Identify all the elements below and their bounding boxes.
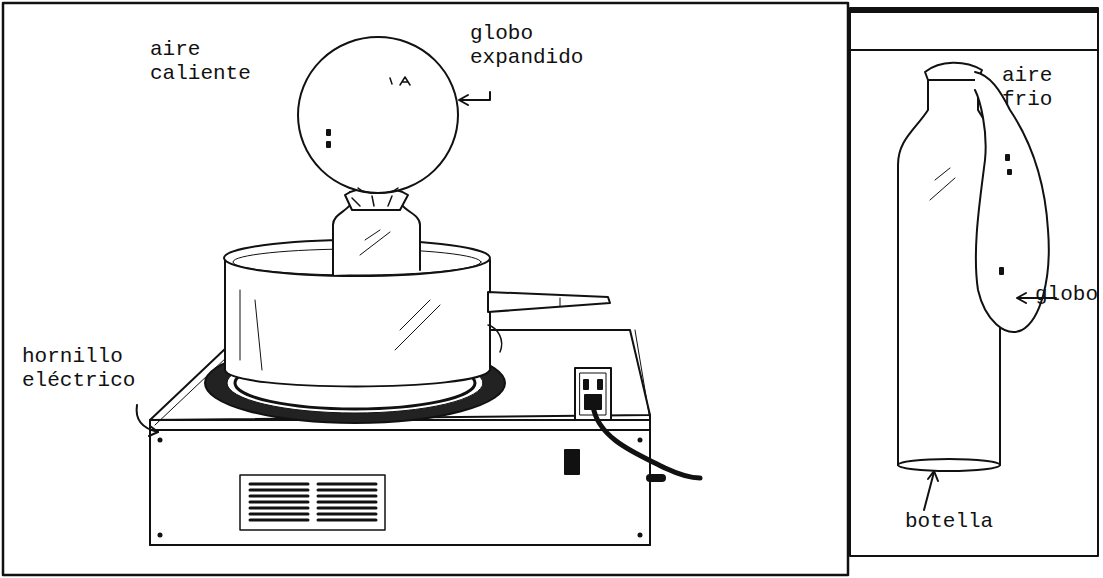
wall-outlet (575, 368, 700, 478)
right-frame-top (850, 8, 1098, 12)
expanded-balloon (298, 37, 458, 193)
label-hot-plate: hornillo eléctrico (22, 345, 152, 393)
right-frame (850, 10, 1098, 556)
left-frame (3, 3, 848, 575)
leader-lines (137, 92, 1056, 510)
label-bottle: botella (905, 510, 993, 534)
label-cold-air: aire frio (1002, 64, 1072, 112)
label-balloon-expanded: globo expandido (470, 22, 600, 70)
label-hot-air: aire caliente (150, 38, 265, 86)
label-balloon: globo (1035, 283, 1098, 307)
bottle-heated (333, 188, 420, 276)
shelf-line (850, 49, 1098, 51)
